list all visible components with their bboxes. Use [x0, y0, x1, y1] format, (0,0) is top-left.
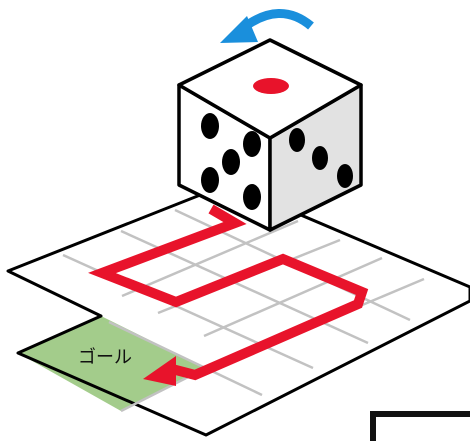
game-board: [6, 182, 470, 437]
goal-tile[interactable]: [18, 316, 206, 411]
die-left-pips: [201, 113, 261, 210]
goal-label: ゴール: [78, 347, 132, 368]
route-arrowhead-icon: [143, 356, 176, 386]
curved-arrow-icon: [220, 9, 314, 43]
die-top-pip: [253, 78, 289, 94]
die-right-pips: [289, 128, 353, 188]
partial-card-frame: [370, 411, 470, 441]
route-path: [88, 204, 369, 381]
